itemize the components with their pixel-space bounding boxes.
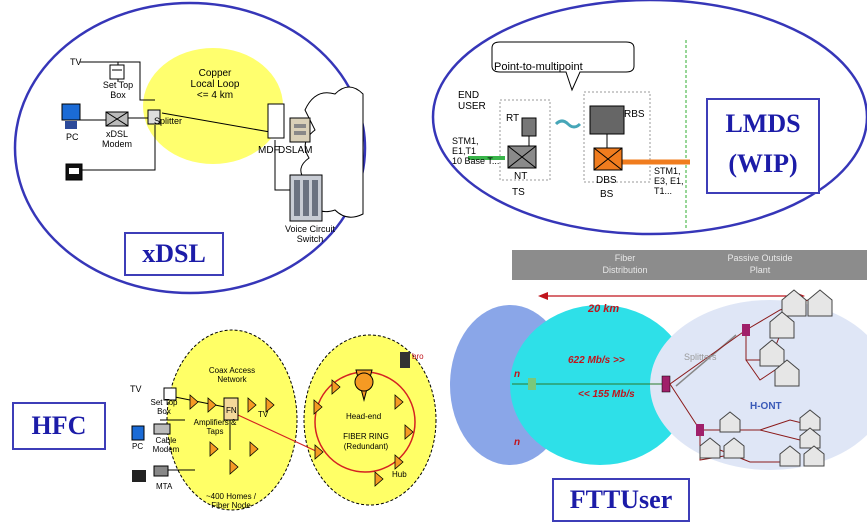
coax-network-label: Coax Access Network — [200, 366, 264, 384]
amplifiers-label: Amplifiers & Taps — [190, 418, 240, 436]
bs-label: BS — [600, 189, 614, 200]
bs-box — [583, 91, 651, 183]
hfc-pc-label: PC — [132, 442, 144, 451]
cable-modem-icon — [153, 423, 171, 435]
house-icons — [699, 289, 833, 467]
splitter-icon — [147, 109, 161, 125]
copper-loop-area — [143, 48, 283, 164]
fiber-distribution-label: Fiber Distribution — [570, 252, 680, 276]
voice-switch-label: Voice Circuit Switch — [278, 224, 342, 244]
lmds-title: LMDS (WIP) — [706, 98, 820, 194]
cable-modem-label: Cable Modem — [146, 436, 186, 454]
mdf-label: MDF — [258, 145, 280, 156]
amplifiers-text: Amplifiers & Taps — [193, 418, 237, 436]
mta-label: MTA — [156, 482, 173, 491]
copper-loop-label: Copper Local Loop <= 4 km — [180, 68, 250, 101]
dslam-label: DSLAM — [278, 145, 313, 156]
head-end-label: Head-end — [346, 412, 382, 421]
pc-monitor-icon — [61, 103, 81, 121]
distance-label: 20 km — [588, 303, 620, 315]
olt-marker — [528, 378, 536, 390]
stm-left-text: STM1, E1,T1 10 Base T... — [452, 136, 500, 166]
xdsl-wiring — [72, 61, 290, 191]
broadcast-label: bro — [412, 352, 424, 361]
xdsl-pc-label: PC — [66, 132, 79, 142]
splitter-main-icon — [661, 375, 671, 393]
hfc-settop-icon — [163, 387, 177, 401]
hfc-settop-label: Set Top Box — [146, 398, 182, 416]
ts-box — [499, 99, 551, 181]
dbs-label: DBS — [596, 175, 617, 186]
nt-label: NT — [514, 171, 528, 182]
xdsl-modem-label: xDSL Modem — [96, 129, 138, 149]
splitter-pointer — [675, 334, 737, 387]
h-ont-label: H-ONT — [750, 401, 782, 412]
passive-plant-region — [650, 300, 867, 470]
mdf-frame-icon — [267, 103, 285, 139]
splitters-label: Splitters — [684, 352, 717, 362]
hfc-tv2-label: TV — [258, 410, 269, 419]
rt-label: RT — [506, 113, 520, 124]
amplifier-icons — [189, 379, 414, 487]
fiber-distribution-region — [510, 305, 690, 465]
xdsl-settop-label: Set Top Box — [98, 80, 138, 100]
hfc-settop-text: Set Top Box — [150, 398, 178, 416]
left-edge-label-1: n — [514, 369, 521, 380]
xdsl-title: xDSL — [124, 232, 224, 276]
point-to-multipoint-label: Point-to-multipoint — [494, 61, 583, 73]
upstream-rate-label: << 155 Mb/s — [578, 389, 635, 400]
xdsl-settop-text: Set Top Box — [102, 80, 134, 100]
copper-loop-text: Copper Local Loop <= 4 km — [190, 68, 240, 101]
fttuser-title: FTTUser — [552, 478, 690, 522]
fiber-feed — [237, 414, 319, 453]
voice-switch-text: Voice Circuit Switch — [284, 224, 336, 244]
passive-plant-text: Passive Outside Plant — [727, 253, 793, 275]
end-user-text: END USER — [458, 90, 486, 112]
rbs-label: RBS — [624, 109, 645, 120]
point-to-multipoint-callout — [491, 41, 635, 92]
fiber-ring-label: FIBER RING (Redundant) — [328, 432, 404, 452]
ftth-header-bar — [512, 250, 867, 280]
fn-label: FN — [226, 406, 237, 415]
fiber-ring-text: FIBER RING (Redundant) — [343, 432, 389, 451]
broadcast-tower-icon — [400, 352, 410, 368]
rt-antenna-icon — [521, 117, 537, 137]
rbs-antenna-icon — [589, 105, 625, 135]
downstream-rate-label: 622 Mb/s >> — [568, 355, 625, 366]
xdsl-splitter-label: Splitter — [154, 116, 183, 126]
hfc-tv-label: TV — [130, 384, 142, 394]
settop-box-icon — [109, 64, 125, 80]
dslam-icon — [289, 117, 311, 143]
homes-per-node-label: ~400 Homes / Fiber Node — [196, 492, 266, 510]
splitter-3-icon — [696, 424, 704, 436]
end-user-label: END USER — [458, 90, 486, 112]
wireless-link-icon — [554, 119, 582, 129]
coax-network-text: Coax Access Network — [208, 366, 256, 384]
cable-modem-text: Cable Modem — [152, 436, 180, 454]
stm-left-label: STM1, E1,T1 10 Base T... — [452, 136, 499, 166]
passive-plant-label: Passive Outside Plant — [690, 252, 830, 276]
hfc-pc-icon — [131, 425, 145, 441]
fiber-node-icon — [223, 397, 239, 421]
stm-right-text: STM1, E3, E1, T1... — [654, 166, 684, 196]
stm-right-label: STM1, E3, E1, T1... — [654, 166, 684, 196]
ts-label: TS — [512, 187, 525, 198]
hfc-title: HFC — [12, 402, 106, 450]
left-edge-label-2: n — [514, 437, 521, 448]
mta-icon — [132, 470, 146, 482]
fiber-distribution-text: Fiber Distribution — [602, 253, 648, 275]
hub-label: Hub — [392, 470, 407, 479]
xdsl-tv-label: TV — [70, 57, 82, 67]
homes-per-node-text: ~400 Homes / Fiber Node — [205, 492, 257, 510]
xdsl-modem-text: xDSL Modem — [101, 129, 132, 149]
lmds-title-text: LMDS (WIP) — [725, 109, 801, 178]
splitter-2-icon — [742, 324, 750, 336]
